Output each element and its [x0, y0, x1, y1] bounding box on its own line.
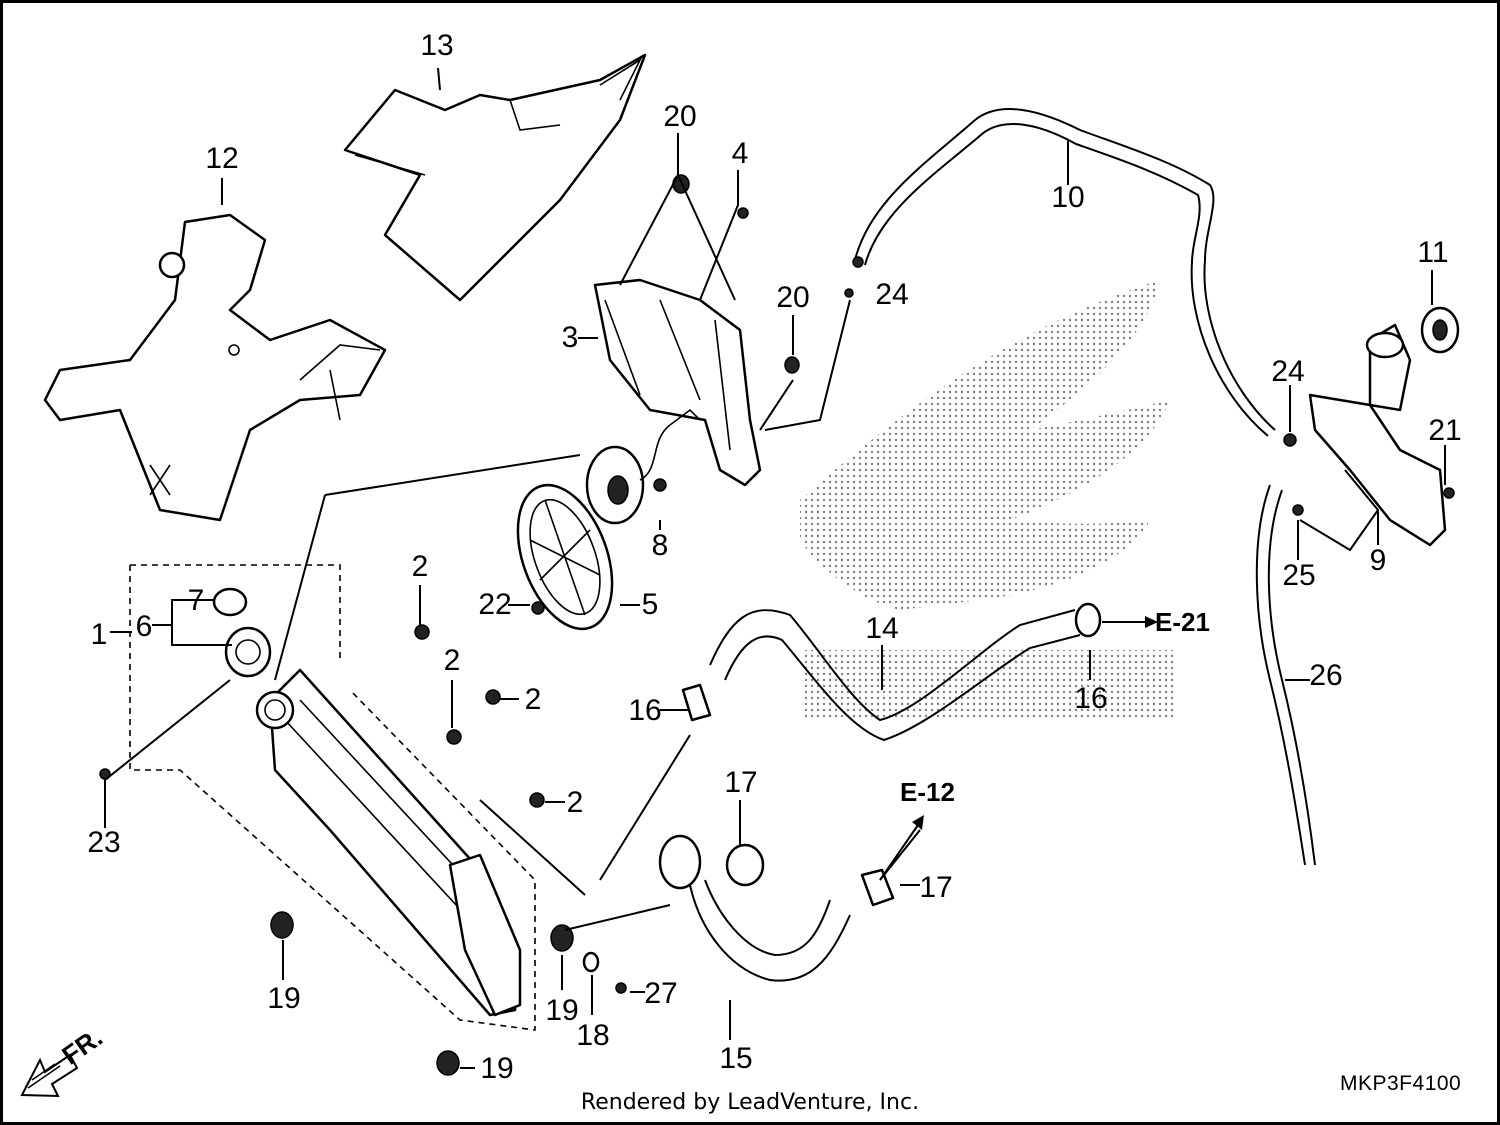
label-16-right[interactable]: 16 — [1074, 682, 1107, 715]
label-17-right[interactable]: 17 — [919, 871, 952, 904]
part-8-fan-motor[interactable] — [585, 408, 701, 525]
part-1-radiator[interactable] — [255, 668, 522, 1017]
label-10[interactable]: 10 — [1051, 181, 1084, 214]
label-13[interactable]: 13 — [420, 29, 453, 62]
label-6[interactable]: 6 — [136, 610, 153, 643]
reference-e21[interactable]: E-21 — [1155, 607, 1210, 637]
label-18[interactable]: 18 — [576, 1019, 609, 1052]
label-2-c[interactable]: 2 — [525, 683, 542, 716]
label-2-d[interactable]: 2 — [567, 786, 584, 819]
part-14-water-hose[interactable] — [709, 602, 1102, 742]
label-15[interactable]: 15 — [719, 1042, 752, 1075]
label-14[interactable]: 14 — [865, 612, 898, 645]
honda-wing-watermark — [800, 280, 1175, 720]
small-fasteners — [99, 174, 1455, 1076]
part-labels: 13 12 20 4 10 3 20 24 11 24 21 9 25 26 8… — [87, 29, 1461, 1085]
part-7-seal[interactable] — [212, 587, 248, 617]
part-26-overflow-hose[interactable] — [1255, 484, 1316, 866]
label-3[interactable]: 3 — [562, 321, 579, 354]
assembly-guides — [129, 454, 671, 1031]
label-26[interactable]: 26 — [1309, 659, 1342, 692]
footer-credit: Rendered by LeadVenture, Inc. — [580, 1090, 920, 1115]
part-9-reserve-tank[interactable] — [1308, 323, 1447, 547]
label-27[interactable]: 27 — [644, 977, 677, 1010]
label-19-bottom[interactable]: 19 — [480, 1052, 513, 1085]
part-15-outlet-hose[interactable] — [658, 834, 851, 982]
label-12[interactable]: 12 — [205, 142, 238, 175]
label-1[interactable]: 1 — [91, 618, 108, 651]
diagram-code: MKP3F4100 — [1340, 1072, 1462, 1095]
label-19-mid[interactable]: 19 — [545, 994, 578, 1027]
label-21[interactable]: 21 — [1428, 414, 1461, 447]
reference-e12[interactable]: E-12 — [900, 777, 955, 807]
label-16-left[interactable]: 16 — [628, 694, 661, 727]
label-23[interactable]: 23 — [87, 826, 120, 859]
part-13-upper-panel[interactable] — [343, 53, 647, 302]
label-24-left[interactable]: 24 — [875, 278, 908, 311]
label-24-right[interactable]: 24 — [1271, 355, 1304, 388]
label-20-mid[interactable]: 20 — [776, 281, 809, 314]
label-8[interactable]: 8 — [652, 529, 669, 562]
label-2-a[interactable]: 2 — [412, 550, 429, 583]
label-22[interactable]: 22 — [478, 588, 511, 621]
leader-lines — [104, 67, 1446, 1069]
part-5-cooling-fan[interactable] — [500, 472, 630, 642]
part-3-fan-shroud[interactable] — [593, 278, 762, 487]
part-6-radiator-cap[interactable] — [224, 626, 272, 678]
label-11[interactable]: 11 — [1417, 236, 1448, 269]
label-2-b[interactable]: 2 — [444, 644, 461, 677]
label-19-left[interactable]: 19 — [267, 982, 300, 1015]
part-12-side-cover[interactable] — [43, 213, 387, 522]
front-direction-arrow — [20, 1053, 79, 1098]
part-10-siphon-hose[interactable] — [854, 108, 1276, 437]
part-11-tank-cap[interactable] — [1420, 306, 1460, 354]
label-17-top[interactable]: 17 — [724, 766, 757, 799]
label-9[interactable]: 9 — [1370, 544, 1387, 577]
label-4[interactable]: 4 — [732, 137, 749, 170]
label-7[interactable]: 7 — [188, 584, 205, 617]
label-25[interactable]: 25 — [1282, 559, 1315, 592]
label-5[interactable]: 5 — [642, 588, 659, 621]
reference-arrows — [879, 616, 1158, 881]
label-20-top[interactable]: 20 — [663, 100, 696, 133]
